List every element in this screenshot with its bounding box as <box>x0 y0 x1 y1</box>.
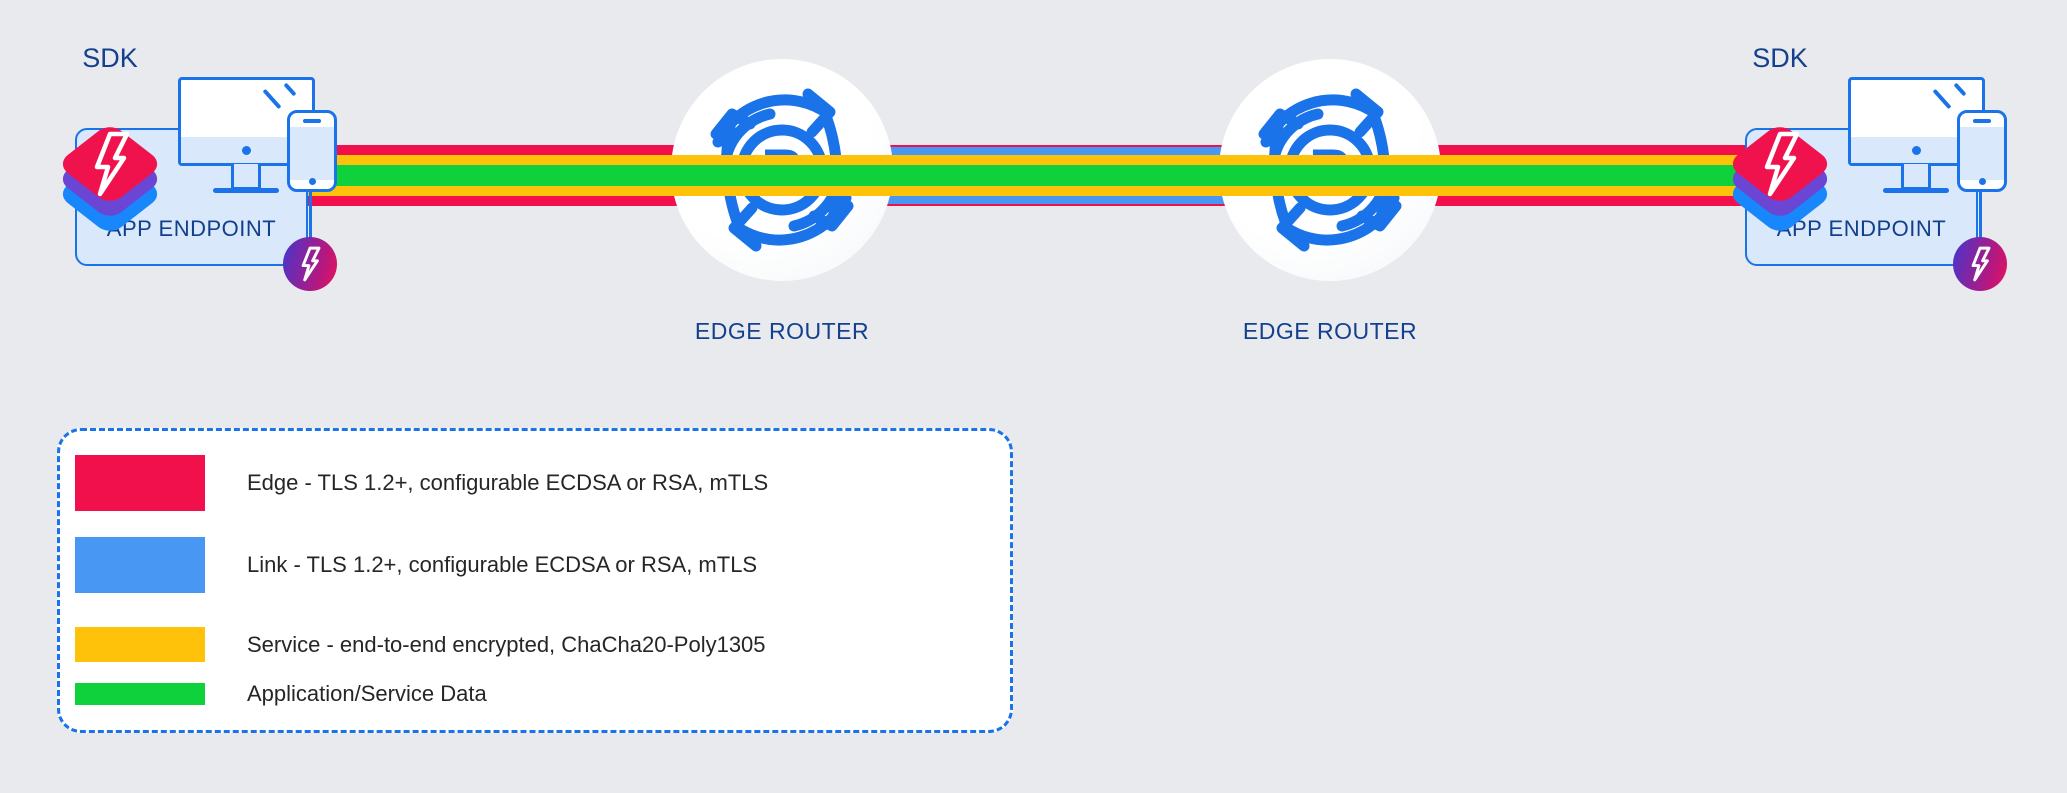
legend-box: Edge - TLS 1.2+, configurable ECDSA or R… <box>57 428 1013 733</box>
app-endpoint-label: APP ENDPOINT <box>106 216 277 241</box>
legend-row-edge: Edge - TLS 1.2+, configurable ECDSA or R… <box>75 455 768 511</box>
monitor-stand <box>1901 164 1931 190</box>
edge-router-right-label: EDGE ROUTER <box>1242 318 1418 344</box>
legend-row-link: Link - TLS 1.2+, configurable ECDSA or R… <box>75 537 757 593</box>
monitor-stand <box>231 164 261 190</box>
legend-label: Link - TLS 1.2+, configurable ECDSA or R… <box>247 552 758 577</box>
service-channel-stripe-top <box>305 155 1746 165</box>
monitor-stand-base <box>1883 188 1949 193</box>
smartphone-icon <box>287 110 337 192</box>
sdk-label: SDK <box>1752 43 1808 73</box>
legend-label: Edge - TLS 1.2+, configurable ECDSA or R… <box>247 470 769 495</box>
legend-label: Application/Service Data <box>247 681 487 706</box>
ziti-sdk-stack-icon <box>1725 75 1835 240</box>
lightning-bolt-icon <box>301 246 321 282</box>
application-data-stripe <box>305 165 1746 186</box>
service-channel-stripe-bottom <box>305 186 1746 196</box>
lightning-bolt-icon <box>1971 246 1991 282</box>
lightning-bolt-icon <box>94 131 130 197</box>
service-color-swatch <box>75 627 205 662</box>
sdk-label: SDK <box>82 43 138 73</box>
legend-row-application-data: Application/Service Data <box>75 681 487 706</box>
ziti-sdk-stack-icon <box>55 75 165 240</box>
app-endpoint-label: APP ENDPOINT <box>1776 216 1947 241</box>
link-channel-stripe-bottom <box>888 195 1224 204</box>
legend-label: Service - end-to-end encrypted, ChaCha20… <box>247 631 766 657</box>
link-color-swatch <box>75 537 205 593</box>
app-endpoint-right: SDK APP ENDPOINT <box>1725 35 2025 300</box>
ziti-badge-icon <box>283 237 337 291</box>
lightning-bolt-icon <box>1764 131 1800 197</box>
link-channel-stripe-top <box>888 147 1224 156</box>
edge-color-swatch <box>75 455 205 511</box>
edge-router-left-label: EDGE ROUTER <box>694 318 870 344</box>
badge-connector-line <box>1979 190 1982 248</box>
ziti-badge-icon <box>1953 237 2007 291</box>
smartphone-icon <box>1957 110 2007 192</box>
app-endpoint-left: SDK APP ENDPOINT <box>55 35 355 300</box>
application-data-color-swatch <box>75 683 205 705</box>
legend-row-service: Service - end-to-end encrypted, ChaCha20… <box>75 627 766 662</box>
badge-connector-line <box>309 190 312 248</box>
monitor-stand-base <box>213 188 279 193</box>
